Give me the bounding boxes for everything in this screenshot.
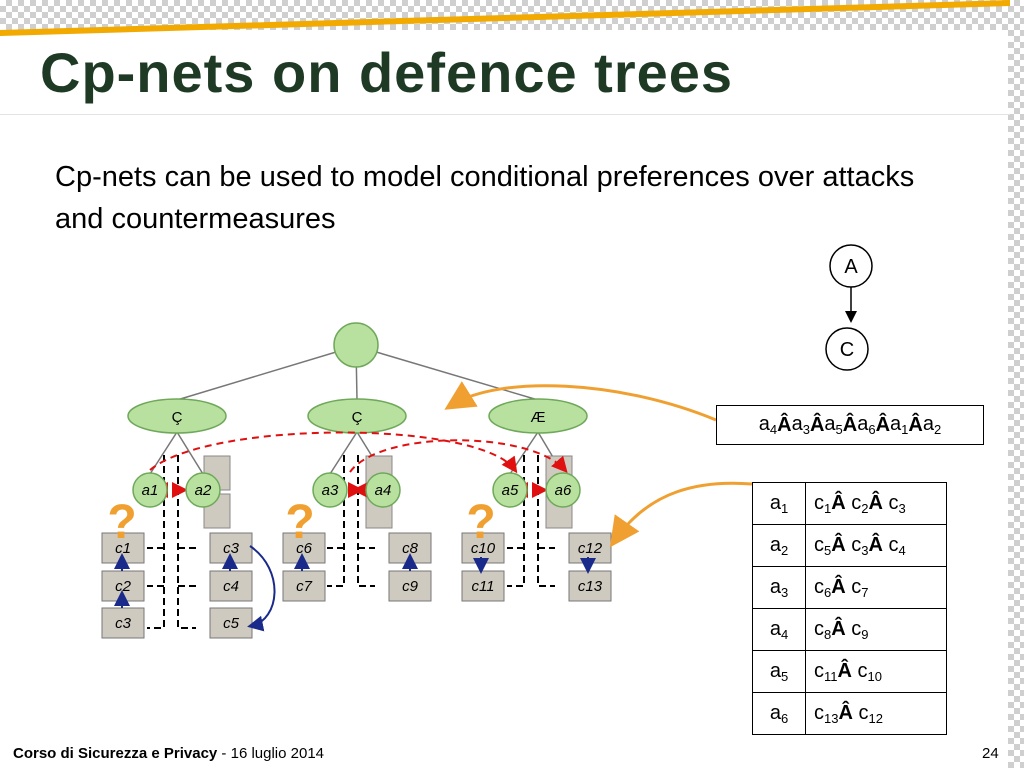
countermeasure-box (282, 570, 326, 602)
attack-label: a5 (502, 482, 519, 499)
question-mark: ? (466, 496, 495, 549)
footer-course: Corso di Sicurezza e Privacy - 16 luglio… (13, 745, 324, 762)
slide-title: Cp-nets on defence trees (40, 41, 734, 104)
attack-preference-arc (349, 439, 568, 474)
attack-node (185, 472, 221, 508)
footer-course-name: Corso di Sicurezza e Privacy (13, 745, 218, 762)
countermeasure-preference-cell: c6Â c7 (805, 566, 947, 609)
cpnet-node-c (825, 327, 869, 371)
countermeasure-label: c3 (223, 540, 240, 557)
countermeasure-preference-cell: c11Â c10 (805, 650, 947, 693)
preference-separator: Â (842, 413, 858, 436)
attack-label: a2 (195, 482, 212, 499)
countermeasure-label: c10 (471, 540, 496, 557)
attack-node (545, 472, 581, 508)
sequence-attack: a6 (857, 413, 876, 437)
sequence-attack: a1 (890, 413, 909, 437)
attack-cell: a1 (752, 482, 806, 525)
countermeasure-box (388, 532, 432, 564)
countermeasure-box (388, 570, 432, 602)
cpnet-label-c: C (840, 339, 854, 361)
countermeasure-label: c7 (296, 578, 313, 595)
gate-node (127, 398, 227, 434)
countermeasure-label: c2 (115, 578, 132, 595)
sequence-attack: a3 (791, 413, 810, 437)
countermeasure-label: c5 (223, 615, 240, 632)
countermeasure-preference-cell: c13Â c12 (805, 692, 947, 735)
sequence-attack: a4 (758, 413, 778, 437)
countermeasure-label: c13 (578, 578, 603, 595)
attack-cell: a4 (752, 608, 806, 651)
attack-preference-arc (149, 431, 518, 474)
orange-arrow (444, 381, 717, 422)
preference-separator: Â (875, 413, 891, 436)
countermeasure-preference-cell: c5Â c3Â c4 (805, 524, 947, 567)
attack-node (312, 472, 348, 508)
attack-cell: a3 (752, 566, 806, 609)
attack-label: a6 (555, 482, 572, 499)
dashed-countermeasure-link (147, 455, 165, 629)
attack-label: a1 (142, 482, 159, 499)
attack-cell: a5 (752, 650, 806, 693)
preference-separator: Â (809, 413, 825, 436)
tree-edge (355, 345, 539, 401)
countermeasure-label: c6 (296, 540, 313, 557)
countermeasure-box (209, 570, 253, 602)
sequence-attack: a5 (824, 413, 843, 437)
countermeasure-box (461, 570, 505, 602)
slide-body-text: Cp-nets can be used to model conditional… (55, 161, 915, 235)
attack-cell: a2 (752, 524, 806, 567)
attack-node (492, 472, 528, 508)
countermeasure-preference-cell: c1Â c2Â c3 (805, 482, 947, 525)
countermeasure-label: c3 (115, 615, 132, 632)
countermeasure-label: c4 (223, 578, 239, 595)
title-divider (0, 114, 1010, 115)
dashed-countermeasure-link (177, 455, 196, 629)
tree-edge (176, 345, 357, 401)
tree-edge (329, 431, 358, 475)
attack-node (132, 472, 168, 508)
countermeasure-label: c8 (402, 540, 419, 557)
sequence-attack: a2 (922, 413, 942, 437)
attack-label: a3 (322, 482, 339, 499)
countermeasure-label: c11 (471, 578, 494, 595)
preference-separator: Â (777, 413, 792, 436)
gate-node (307, 398, 407, 434)
checker-border-right (1008, 0, 1024, 768)
countermeasure-label: c1 (115, 540, 131, 557)
root-node (333, 322, 379, 368)
countermeasure-box (101, 607, 145, 639)
gate-label: Ç (352, 409, 363, 426)
question-mark: ? (107, 496, 136, 549)
preference-separator: Â (908, 413, 923, 436)
preference-arrow (247, 545, 276, 632)
attack-label: a4 (375, 482, 392, 499)
attack-node (365, 472, 401, 508)
question-mark: ? (285, 496, 314, 549)
gate-label: Ç (172, 409, 183, 426)
countermeasure-label: c12 (578, 540, 603, 557)
page-number: 24 (982, 745, 999, 762)
orange-arrow (609, 481, 753, 548)
gate-label: Æ (531, 409, 546, 426)
footer-date: - 16 luglio 2014 (217, 745, 325, 762)
cpnet-label-a: A (844, 256, 858, 278)
countermeasure-preference-cell: c8Â c9 (805, 608, 947, 651)
countermeasure-label: c9 (402, 578, 419, 595)
tree-edge (176, 431, 204, 475)
gate-node (488, 398, 588, 434)
countermeasure-box (568, 570, 612, 602)
attack-cell: a6 (752, 692, 806, 735)
gold-accent-bar (0, 0, 1010, 36)
